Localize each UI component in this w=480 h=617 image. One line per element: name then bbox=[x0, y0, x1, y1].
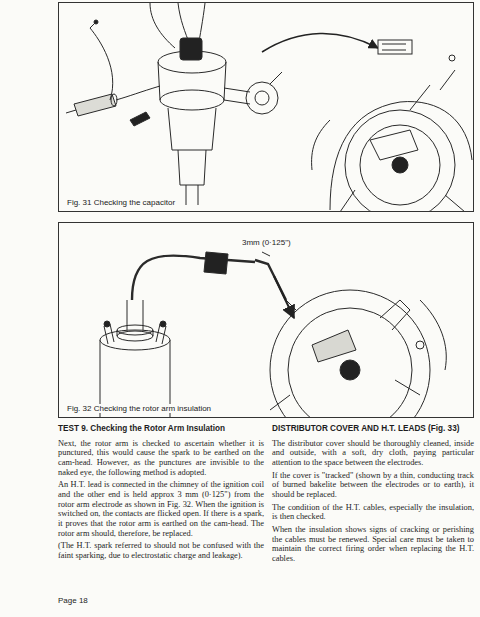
text-column: TEST 9. Checking the Rotor Arm Insulatio… bbox=[58, 424, 264, 564]
section-heading: TEST 9. Checking the Rotor Arm Insulatio… bbox=[58, 424, 264, 434]
body-paragraph: The distributor cover should be thorough… bbox=[272, 439, 474, 468]
page-number: Page 18 bbox=[58, 596, 88, 605]
body-paragraph: If the cover is "tracked" (shown by a th… bbox=[272, 471, 474, 500]
body-paragraph: An H.T. lead is connected in the chimney… bbox=[58, 480, 264, 538]
figure-frame: Fig. 32 Checking the rotor arm insulatio… bbox=[58, 222, 474, 418]
body-paragraph: Next, the rotor arm is checked to ascert… bbox=[58, 439, 264, 478]
figure-frame: Fig. 31 Checking the capacitor bbox=[58, 2, 474, 212]
capacitor-figure bbox=[66, 3, 472, 211]
body-paragraph: The condition of the H.T. cables, especi… bbox=[272, 503, 474, 522]
figure-caption: Fig. 31 Checking the capacitor bbox=[65, 198, 177, 207]
text-column: DISTRIBUTOR COVER AND H.T. LEADS (Fig. 3… bbox=[272, 424, 474, 567]
figure-caption: Fig. 32 Checking the rotor arm insulatio… bbox=[65, 404, 213, 413]
body-paragraph: When the insulation shows signs of crack… bbox=[272, 525, 474, 564]
dimension-label: 3mm (0·125") bbox=[240, 238, 293, 247]
section-heading: DISTRIBUTOR COVER AND H.T. LEADS (Fig. 3… bbox=[272, 424, 474, 434]
body-paragraph: (The H.T. spark referred to should not b… bbox=[58, 541, 264, 560]
rotor-test-figure bbox=[100, 252, 446, 417]
